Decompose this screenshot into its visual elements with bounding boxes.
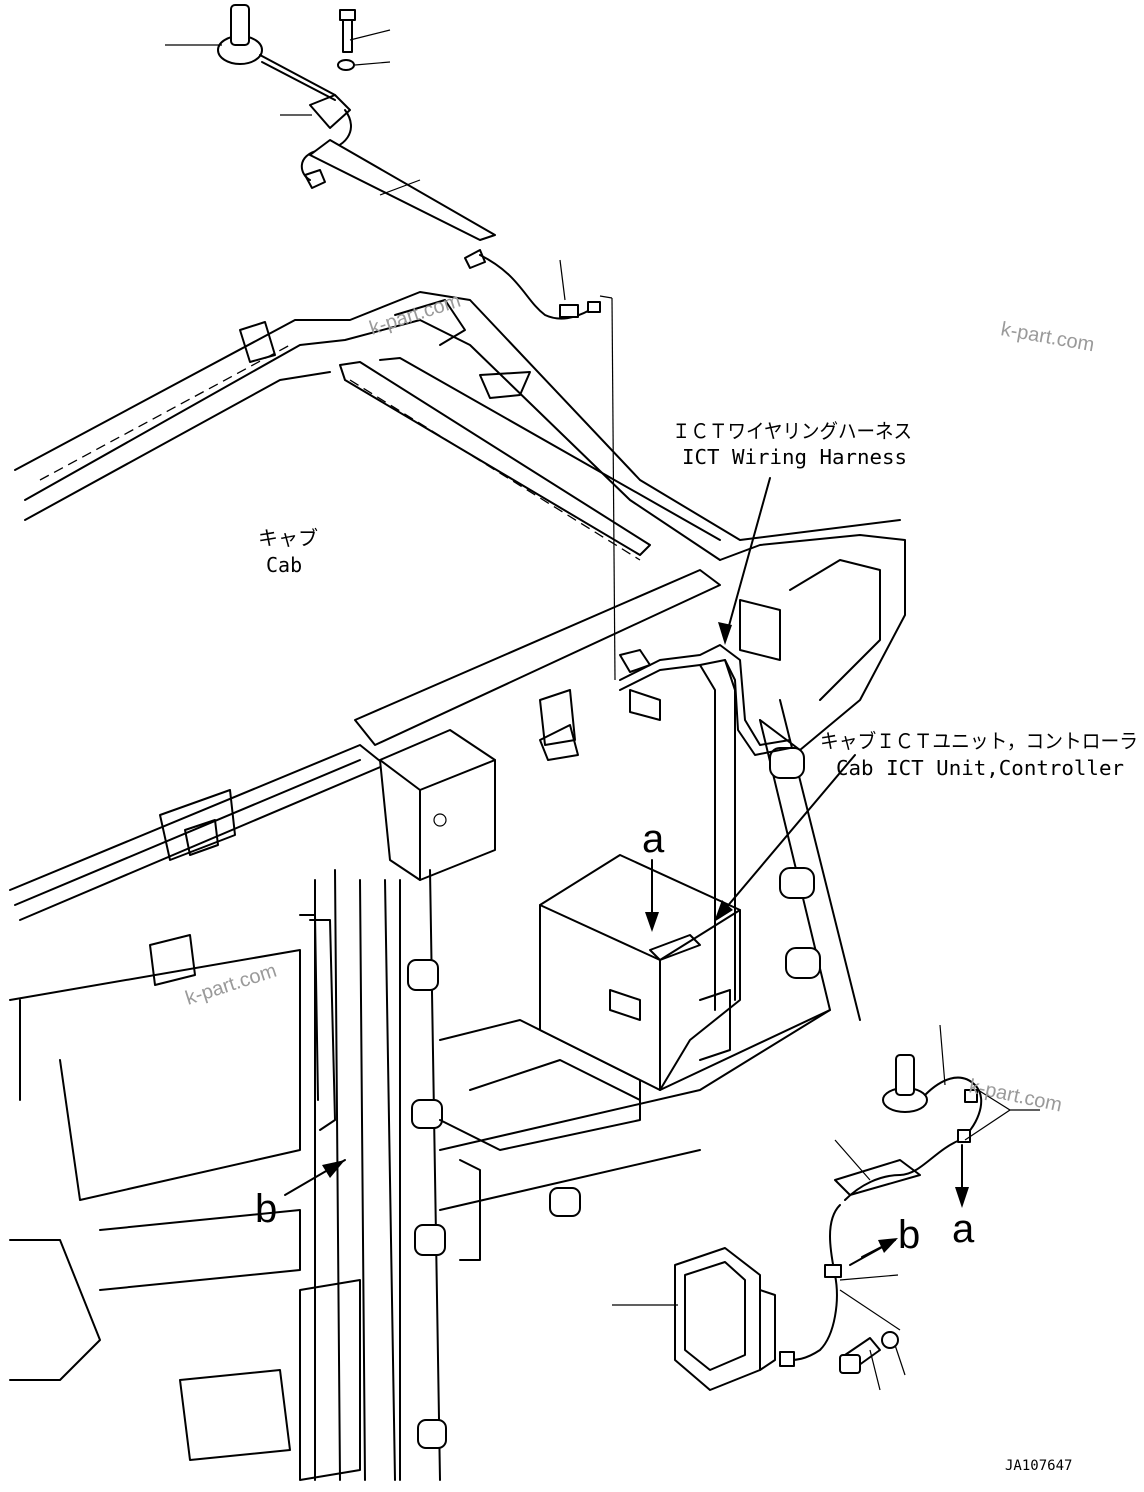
drawing-code: JA107647: [1005, 1458, 1072, 1474]
harness-label-en: ICT Wiring Harness: [682, 445, 907, 469]
unit-label-en: Cab ICT Unit,Controller: [836, 756, 1124, 780]
text-labels: キャブ Cab ＩＣＴワイヤリングハーネス ICT Wiring Harness…: [255, 419, 1138, 1474]
view-a-label-top: a: [642, 817, 665, 861]
top-harness-exploded: [217, 4, 601, 320]
view-a-label-right: a: [952, 1207, 975, 1251]
callout-arrows: [284, 477, 969, 1266]
watermark-2: k-part.com: [999, 318, 1096, 356]
leader-lines: [165, 29, 1040, 1391]
cab-frame: [9, 291, 906, 1481]
pillar-bushings: [407, 747, 821, 1449]
lower-right-exploded: [674, 1054, 983, 1391]
cab-label-jp: キャブ: [258, 526, 318, 550]
harness-label-jp: ＩＣＴワイヤリングハーネス: [672, 419, 912, 443]
watermark-1: k-part.com: [367, 290, 464, 340]
view-b-label-right: b: [898, 1213, 920, 1257]
cab-ict-unit-enclosure: [539, 854, 741, 1091]
cab-label-en: Cab: [266, 553, 302, 577]
ict-wiring-harness-route: [299, 644, 791, 1131]
view-b-label-left: b: [255, 1187, 277, 1231]
unit-label-jp: キャブＩＣＴユニット，コントローラ: [820, 729, 1138, 753]
